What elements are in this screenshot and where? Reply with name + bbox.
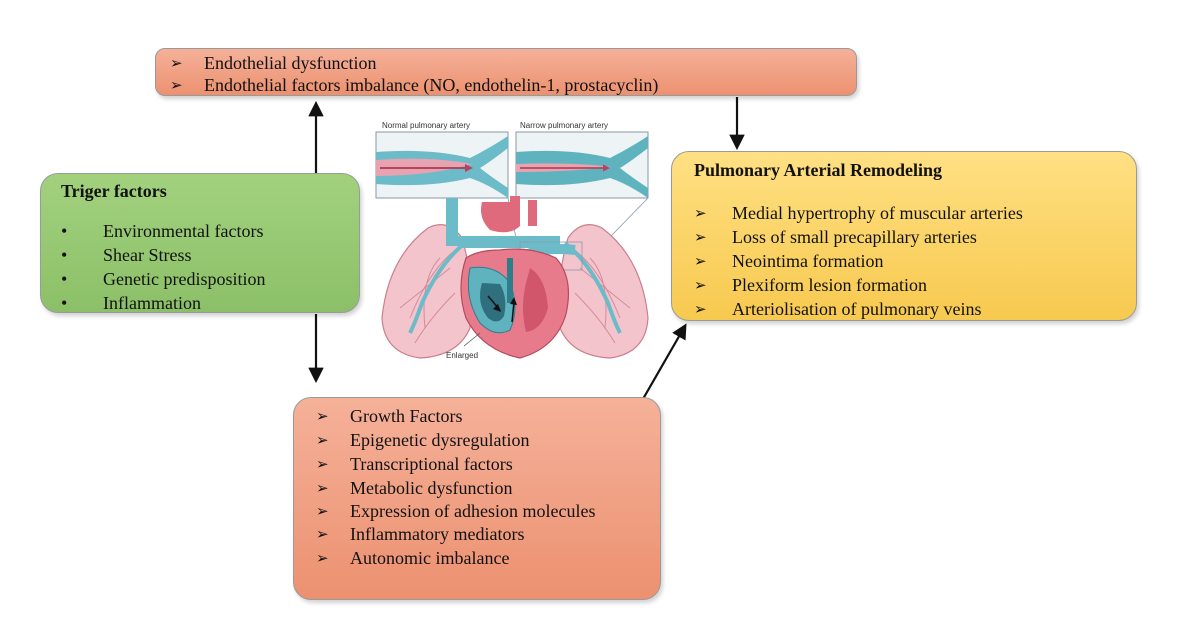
trigger-factors-box: Triger factors Environmental factors She… (40, 173, 360, 315)
list-item: Expression of adhesion molecules (316, 500, 620, 522)
trigger-factors-list: Environmental factors Shear Stress Genet… (61, 219, 359, 315)
list-item: Genetic predisposition (61, 267, 359, 291)
list-item: Medial hypertrophy of muscular arteries (694, 201, 1136, 225)
list-item: Shear Stress (61, 243, 359, 267)
list-item: Growth Factors (316, 404, 660, 428)
remodeling-list: Medial hypertrophy of muscular arteries … (694, 201, 1136, 321)
endothelial-list: Endothelial dysfunction Endothelial fact… (170, 52, 856, 96)
normal-artery-panel (375, 131, 509, 199)
list-item: Endothelial factors imbalance (NO, endot… (170, 74, 856, 96)
remodeling-box: Pulmonary Arterial Remodeling Medial hyp… (671, 151, 1137, 321)
list-item: Metabolic dysfunction (316, 476, 660, 500)
enlarged-label: Enlarged (446, 351, 478, 360)
remodeling-title: Pulmonary Arterial Remodeling (694, 160, 942, 180)
narrow-artery-panel (515, 131, 649, 199)
list-item: Transcriptional factors (316, 452, 660, 476)
mechanisms-box: Growth Factors Epigenetic dysregulation … (293, 397, 661, 600)
list-item: Neointima formation (694, 249, 1136, 273)
list-item: Inflammation (61, 291, 359, 315)
endothelial-box: Endothelial dysfunction Endothelial fact… (155, 48, 857, 96)
list-item: Endothelial dysfunction (170, 52, 856, 74)
great-vessels (446, 196, 583, 271)
list-item: Loss of small precapillary arteries (694, 225, 1136, 249)
mechanisms-list: Growth Factors Epigenetic dysregulation … (316, 404, 660, 570)
list-item: Environmental factors (61, 219, 359, 243)
list-item: Plexiform lesion formation (694, 273, 1136, 297)
list-item: Autonomic imbalance (316, 546, 660, 570)
heart (460, 248, 569, 359)
list-item: Arteriolisation of pulmonary veins (694, 297, 1136, 321)
list-item: Inflammatory mediators (316, 522, 660, 546)
arrow-mechanisms-to-remodeling (642, 323, 687, 400)
heart-lung-illustration: Normal pulmonary artery Narrow pulmonary… (375, 121, 649, 360)
narrow-artery-label: Narrow pulmonary artery (520, 121, 608, 130)
list-item: Epigenetic dysregulation (316, 428, 660, 452)
left-lung (381, 224, 472, 359)
trigger-factors-title: Triger factors (61, 181, 167, 201)
right-lung (558, 224, 649, 359)
normal-artery-label: Normal pulmonary artery (382, 121, 470, 130)
